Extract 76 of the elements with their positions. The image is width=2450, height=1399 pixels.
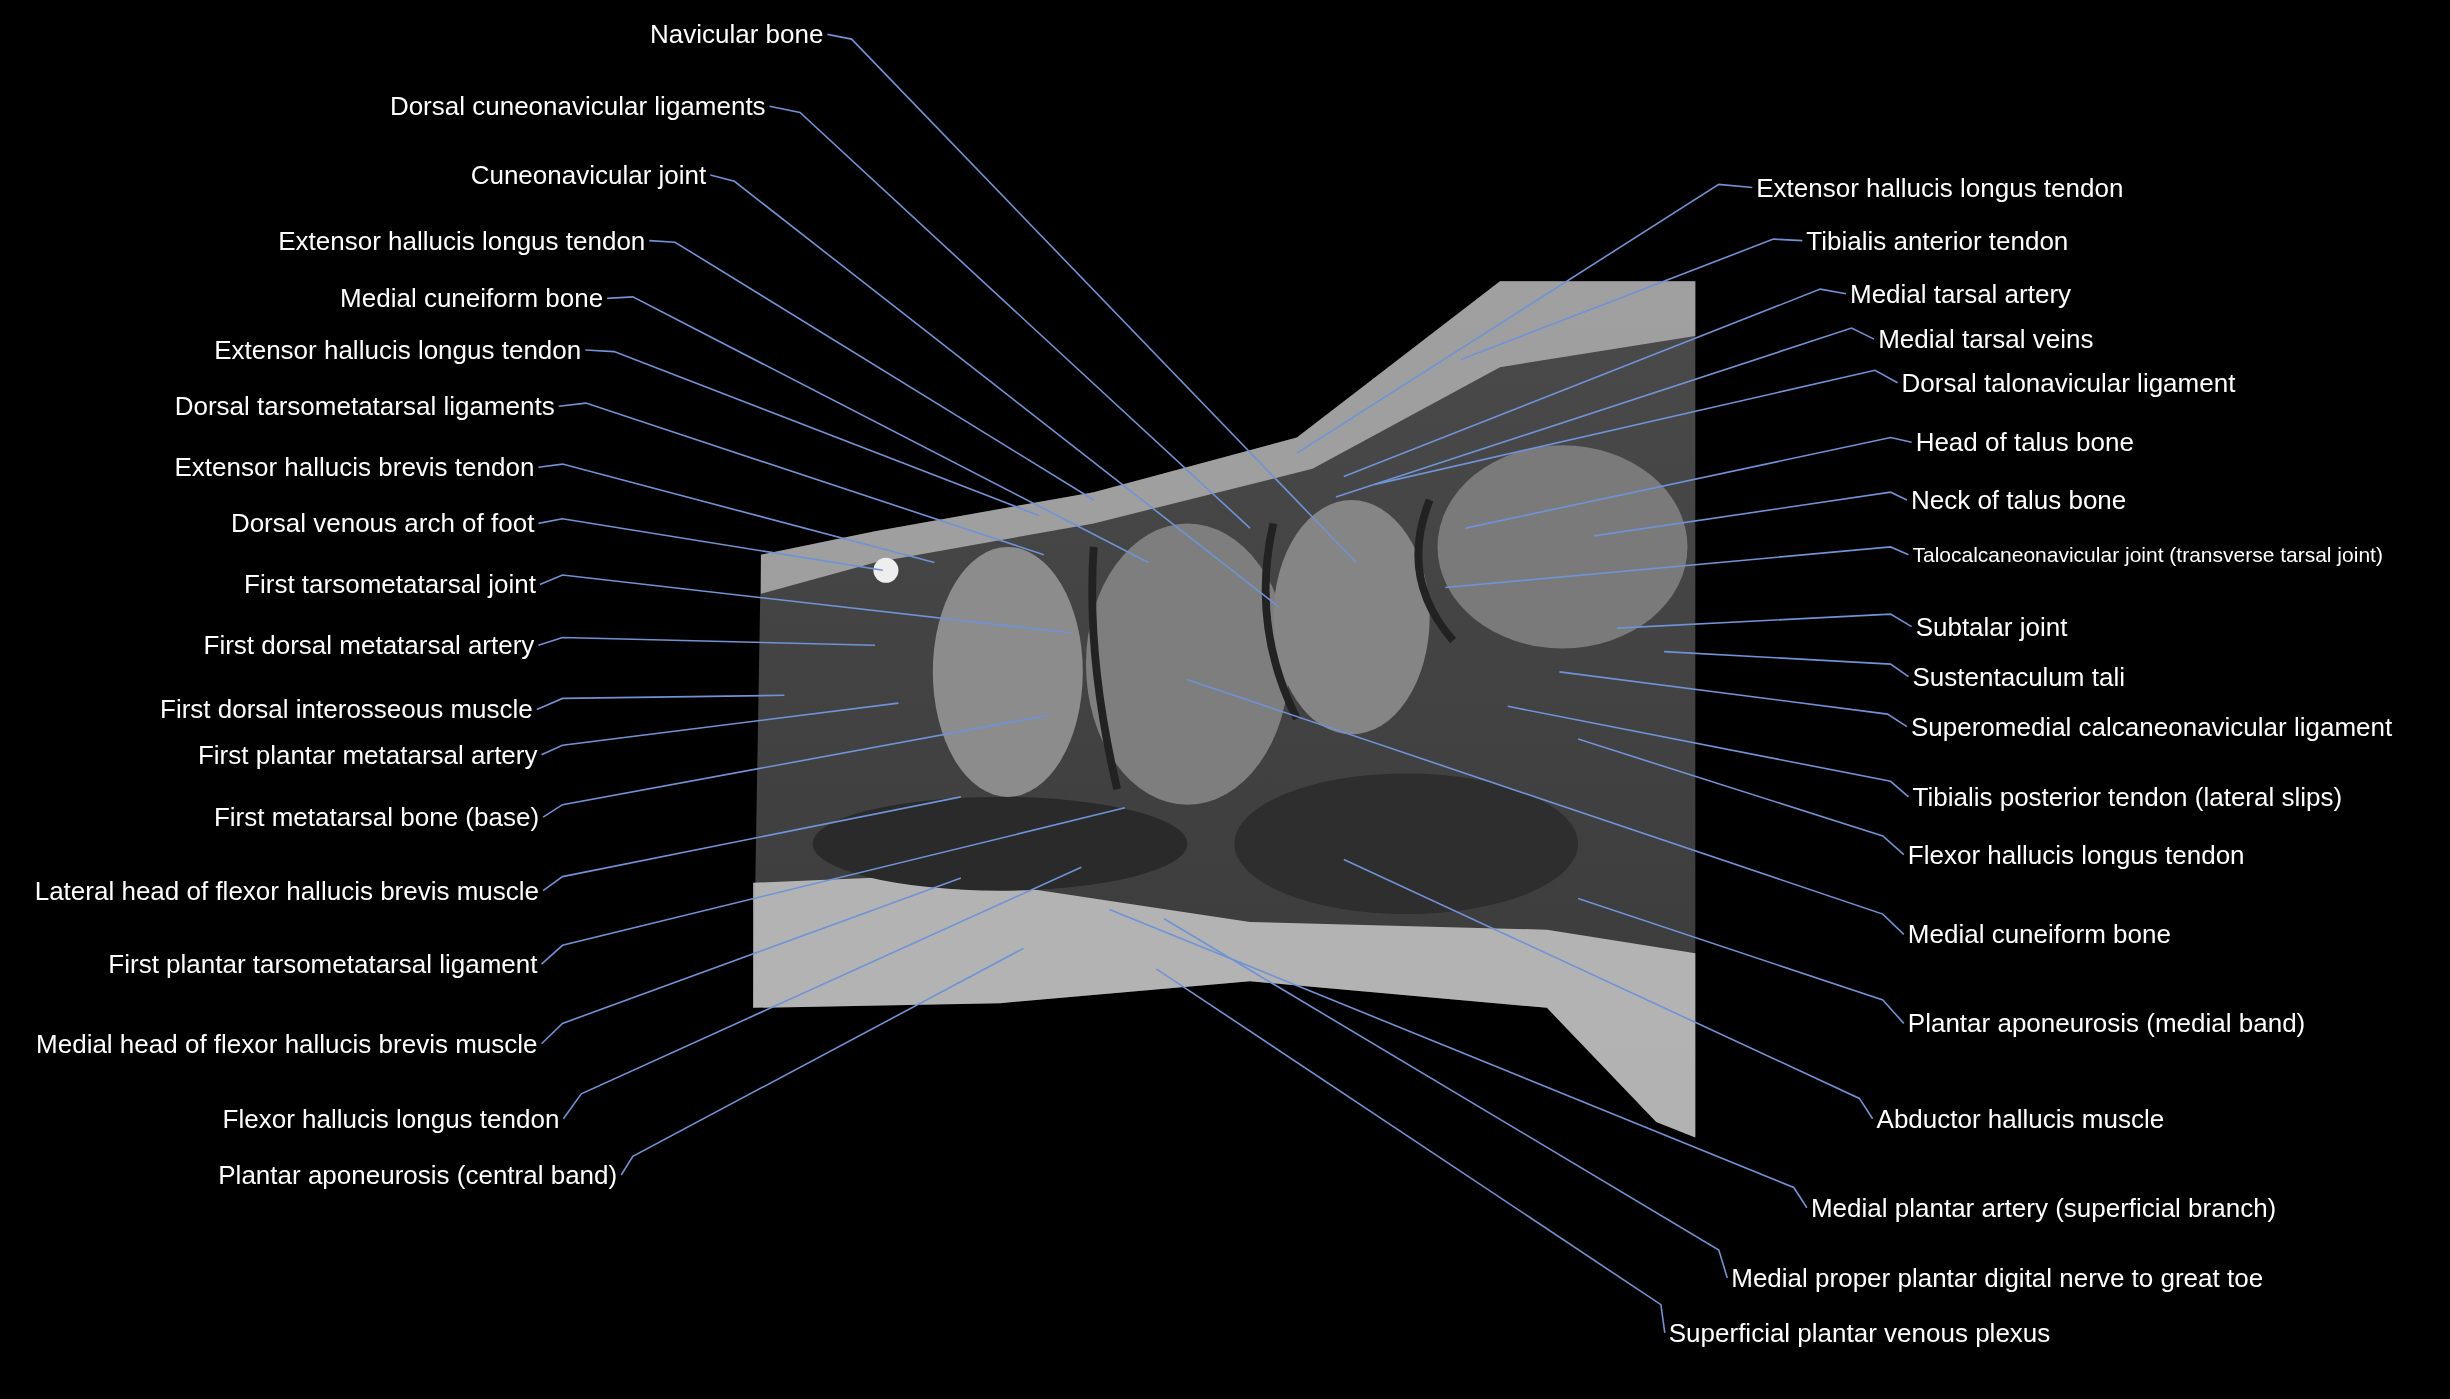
- leader-line: [1663, 650, 1910, 678]
- anatomy-label: Tibialis posterior tendon (lateral slips): [1912, 780, 2343, 813]
- leader-line: [537, 636, 876, 647]
- anatomy-label: Neck of talus bone: [1910, 484, 2127, 516]
- leader-line: [1616, 613, 1913, 629]
- anatomy-label: Subtalar joint: [1915, 610, 2068, 643]
- leader-line: [1558, 671, 1908, 728]
- anatomy-label: Plantar aponeurosis (central band): [218, 1159, 618, 1191]
- anatomy-label: Superficial plantar venous plexus: [1668, 1316, 2051, 1349]
- leader-line: [620, 947, 1025, 1176]
- leader-line: [768, 105, 1251, 529]
- anatomy-label: Dorsal cuneonavicular ligaments: [389, 90, 766, 123]
- leader-line: [1186, 678, 1905, 936]
- leader-line: [648, 239, 1095, 501]
- leader-line: [1507, 705, 1910, 798]
- leader-line: [540, 702, 900, 756]
- anatomy-label: Abductor hallucis muscle: [1876, 1102, 2165, 1135]
- leader-line: [1343, 288, 1847, 478]
- anatomy-label: First plantar metatarsal artery: [197, 738, 538, 771]
- leader-line: [542, 796, 962, 892]
- anatomy-label: Navicular bone: [650, 18, 824, 51]
- anatomy-label: Superomedial calcaneonavicular ligament: [1910, 710, 2393, 743]
- leader-line: [557, 402, 1045, 556]
- leader-line: [536, 694, 786, 711]
- anatomy-label: Medial plantar artery (superficial branch): [1810, 1191, 2277, 1224]
- leader-line: [1335, 327, 1875, 498]
- leader-line: [539, 574, 1072, 634]
- leader-line: [537, 463, 936, 564]
- anatomy-label: Medial tarsal artery: [1850, 277, 2072, 310]
- anatomy-label: Extensor hallucis longus tendon: [278, 224, 646, 257]
- anatomy-label: Lateral head of flexor hallucis brevis muscle: [34, 874, 540, 907]
- anatomy-label: Flexor hallucis longus tendon: [1907, 838, 2245, 871]
- leader-line: [826, 33, 1358, 564]
- leader-line: [562, 866, 1083, 1120]
- anatomy-label: Dorsal tarsometatarsal ligaments: [174, 390, 555, 423]
- leader-line: [606, 296, 1150, 564]
- anatomy-label: Tibialis anterior tendon: [1806, 224, 2069, 257]
- leader-line: [1464, 436, 1913, 529]
- leader-line: [537, 518, 884, 572]
- leader-line: [1296, 183, 1754, 454]
- leader-line: [542, 714, 1048, 818]
- leader-line: [584, 349, 1040, 517]
- anatomy-label: Plantar aponeurosis (medial band): [1907, 1007, 2306, 1040]
- anatomy-label: Dorsal venous arch of foot: [230, 507, 535, 540]
- anatomy-label: Medial cuneiform bone: [340, 282, 604, 315]
- anatomy-label: First dorsal interosseous muscle: [160, 693, 533, 726]
- anatomy-label: Head of talus bone: [1915, 426, 2134, 459]
- anatomy-label: First plantar tarsometatarsal ligament: [108, 948, 538, 981]
- anatomy-label: First metatarsal bone (base): [213, 801, 540, 834]
- anatomy-label: First tarsometatarsal joint: [244, 568, 536, 601]
- anatomy-label: Extensor hallucis longus tendon: [214, 334, 582, 366]
- anatomy-label: Flexor hallucis longus tendon: [222, 1102, 560, 1135]
- anatomy-label: Extensor hallucis brevis tendon: [174, 451, 535, 484]
- leader-line: [1460, 238, 1804, 361]
- anatomy-label: Medial proper plantar digital nerve to great toe: [1731, 1262, 2264, 1295]
- leader-line: [540, 877, 962, 1045]
- anatomy-label: Cuneonavicular joint: [470, 159, 707, 191]
- leader-line: [1108, 908, 1808, 1209]
- leader-line: [1374, 369, 1899, 486]
- leader-line: [1444, 546, 1910, 589]
- leader-line: [1577, 738, 1905, 856]
- anatomy-label: First dorsal metatarsal artery: [203, 629, 535, 662]
- anatomy-label: Sustentaculum tali: [1912, 660, 2125, 693]
- anatomy-label: Talocalcaneonavicular joint (transverse tarsal joint): [1912, 538, 2383, 571]
- leader-line: [709, 174, 1279, 608]
- anatomy-label: Medial head of flexor hallucis brevis muscle: [36, 1027, 538, 1060]
- leader-line: [1343, 858, 1874, 1120]
- leader-line: [1155, 968, 1666, 1334]
- anatomy-label: Medial tarsal veins: [1878, 323, 2094, 356]
- leader-line: [1593, 491, 1908, 537]
- anatomy-label: Dorsal talonavicular ligament: [1901, 366, 2236, 399]
- anatomy-label: Extensor hallucis longus tendon: [1756, 171, 2124, 204]
- leader-line: [540, 807, 1126, 965]
- anatomy-label: Medial cuneiform bone: [1907, 918, 2171, 951]
- leader-line: [1163, 918, 1729, 1279]
- leader-line: [1577, 897, 1905, 1025]
